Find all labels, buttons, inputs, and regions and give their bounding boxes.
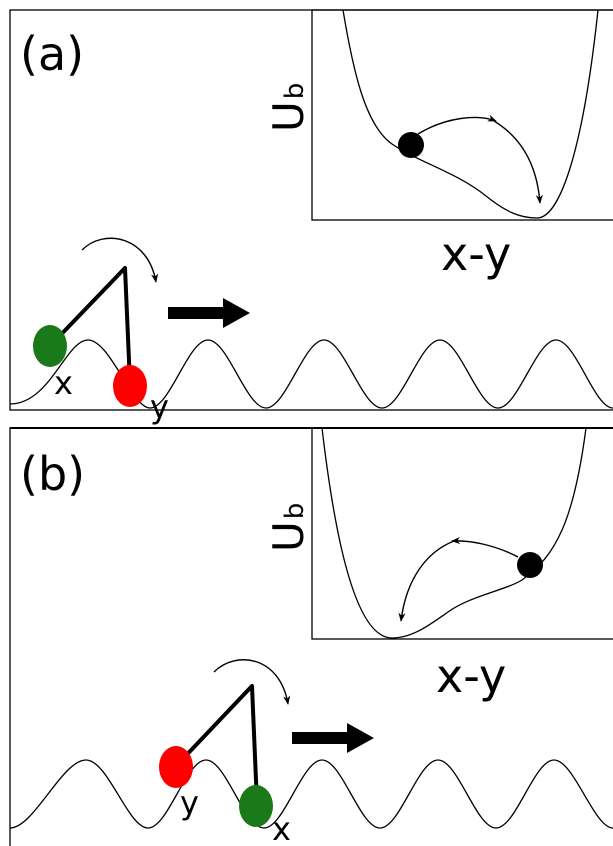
- panel-a-bead-y-label: y: [150, 388, 169, 426]
- panel-b: (b) Ub x-y y x: [9, 427, 613, 846]
- panel-a: (a) Ub x-y x y: [9, 9, 613, 426]
- panel-a-bead-x: [33, 325, 67, 367]
- inset-b-ylabel-sub: b: [280, 503, 310, 520]
- inset-a-descent-arrow: [493, 120, 543, 204]
- inset-a-hop-arrow: [417, 114, 497, 135]
- inset-b-xlabel: x-y: [436, 649, 506, 703]
- inset-a-xlabel: x-y: [441, 227, 511, 281]
- panel-a-bead-x-label: x: [54, 364, 73, 402]
- panel-b-periodic-track: [9, 759, 613, 829]
- inset-b-potential-curve: [321, 427, 587, 639]
- panel-a-inset: Ub x-y: [264, 9, 613, 281]
- panel-b-inset: Ub x-y: [264, 427, 613, 703]
- inset-a-ylabel-sub: b: [280, 83, 310, 100]
- inset-b-frame: [311, 427, 613, 640]
- inset-a-ylabel: Ub: [264, 83, 313, 132]
- inset-b-descent-arrow: [398, 540, 455, 622]
- panel-b-bead-x-label: x: [272, 810, 291, 846]
- panel-a-label: (a): [20, 27, 84, 81]
- panel-b-rotation-arrow: [213, 659, 291, 705]
- inset-b-particle: [517, 552, 543, 578]
- panel-a-bead-y: [113, 365, 147, 407]
- panel-a-periodic-track: [9, 339, 613, 409]
- inset-a-ylabel-main: U: [264, 101, 313, 132]
- inset-a-potential-curve: [342, 9, 599, 219]
- panel-b-drift-arrow: [292, 723, 374, 753]
- panel-a-dimer-rods: [48, 266, 132, 386]
- panel-b-bead-y-label: y: [180, 784, 199, 822]
- inset-b-ylabel: Ub: [264, 503, 313, 552]
- panel-b-label: (b): [20, 447, 85, 501]
- inset-b-ylabel-main: U: [264, 521, 313, 552]
- inset-a-frame: [311, 9, 613, 221]
- panel-b-bead-y: [159, 746, 193, 788]
- inset-b-hop-arrow: [451, 536, 519, 558]
- inset-a-particle: [398, 132, 424, 158]
- panel-a-drift-arrow: [168, 298, 250, 328]
- panel-b-bead-x: [239, 785, 273, 827]
- panel-a-rotation-arrow: [81, 237, 159, 283]
- panel-b-dimer-rods: [175, 684, 259, 806]
